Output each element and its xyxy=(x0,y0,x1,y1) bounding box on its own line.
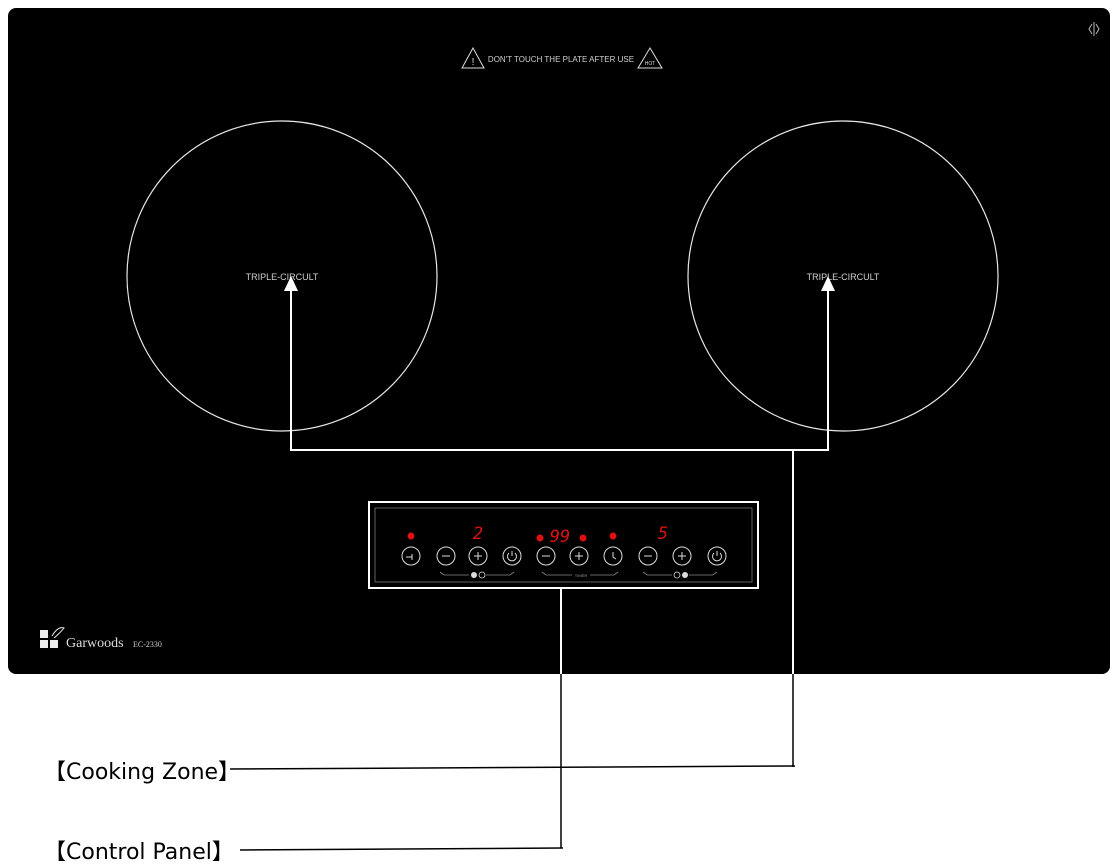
corner-mark-icon xyxy=(1088,22,1100,36)
control-panel-pointer xyxy=(239,847,564,851)
display-right: 5 xyxy=(658,524,668,544)
zone-left-label: TRIPLE-CIRCULT xyxy=(246,272,319,282)
zone-select-right-icon xyxy=(673,571,681,579)
plus-icon[interactable] xyxy=(672,546,692,566)
cooking-zone-right xyxy=(687,120,999,432)
minus-icon[interactable] xyxy=(536,546,556,566)
lock-icon[interactable] xyxy=(401,546,421,566)
timer-icon[interactable] xyxy=(603,546,623,566)
led-timer-left xyxy=(536,534,544,542)
control-panel-box xyxy=(368,501,759,589)
control-panel-label: 【Control Panel】 xyxy=(44,840,234,865)
zone-right-label: TRIPLE-CIRCULT xyxy=(807,272,880,282)
arrow-left-zone xyxy=(284,276,298,291)
brand-name: Garwoods xyxy=(66,636,124,651)
minus-icon[interactable] xyxy=(638,546,658,566)
power-icon[interactable] xyxy=(502,546,522,566)
svg-text:!: ! xyxy=(472,57,475,68)
plus-icon[interactable] xyxy=(569,546,589,566)
display-left: 2 xyxy=(473,524,483,544)
hot-symbol-text: HOT xyxy=(645,61,656,67)
led-timer-right xyxy=(579,534,587,542)
plus-icon[interactable] xyxy=(468,546,488,566)
arrow-right-zone xyxy=(821,276,835,291)
zone-connector-line xyxy=(290,288,829,451)
warning-triangle-icon: ! xyxy=(461,46,485,69)
led-right-zone xyxy=(609,532,617,540)
warning-text: DON'T TOUCH THE PLATE AFTER USE xyxy=(488,55,634,64)
hot-surface-icon: HOT xyxy=(637,47,663,69)
zone-select-left-icon xyxy=(471,572,477,578)
minus-icon[interactable] xyxy=(436,546,456,566)
cooking-zone-left xyxy=(126,120,438,432)
cooktop-glass xyxy=(8,8,1110,674)
model-number: EC-2330 xyxy=(133,640,162,649)
garwoods-logo-icon xyxy=(40,627,65,648)
timer-text: TIMER xyxy=(575,573,588,578)
cooking-zone-label: 【Cooking Zone】 xyxy=(44,760,241,785)
led-lock xyxy=(407,532,415,540)
power-icon[interactable] xyxy=(707,546,727,566)
cooking-zone-pointer xyxy=(229,765,796,770)
display-center: 99 xyxy=(550,527,570,547)
